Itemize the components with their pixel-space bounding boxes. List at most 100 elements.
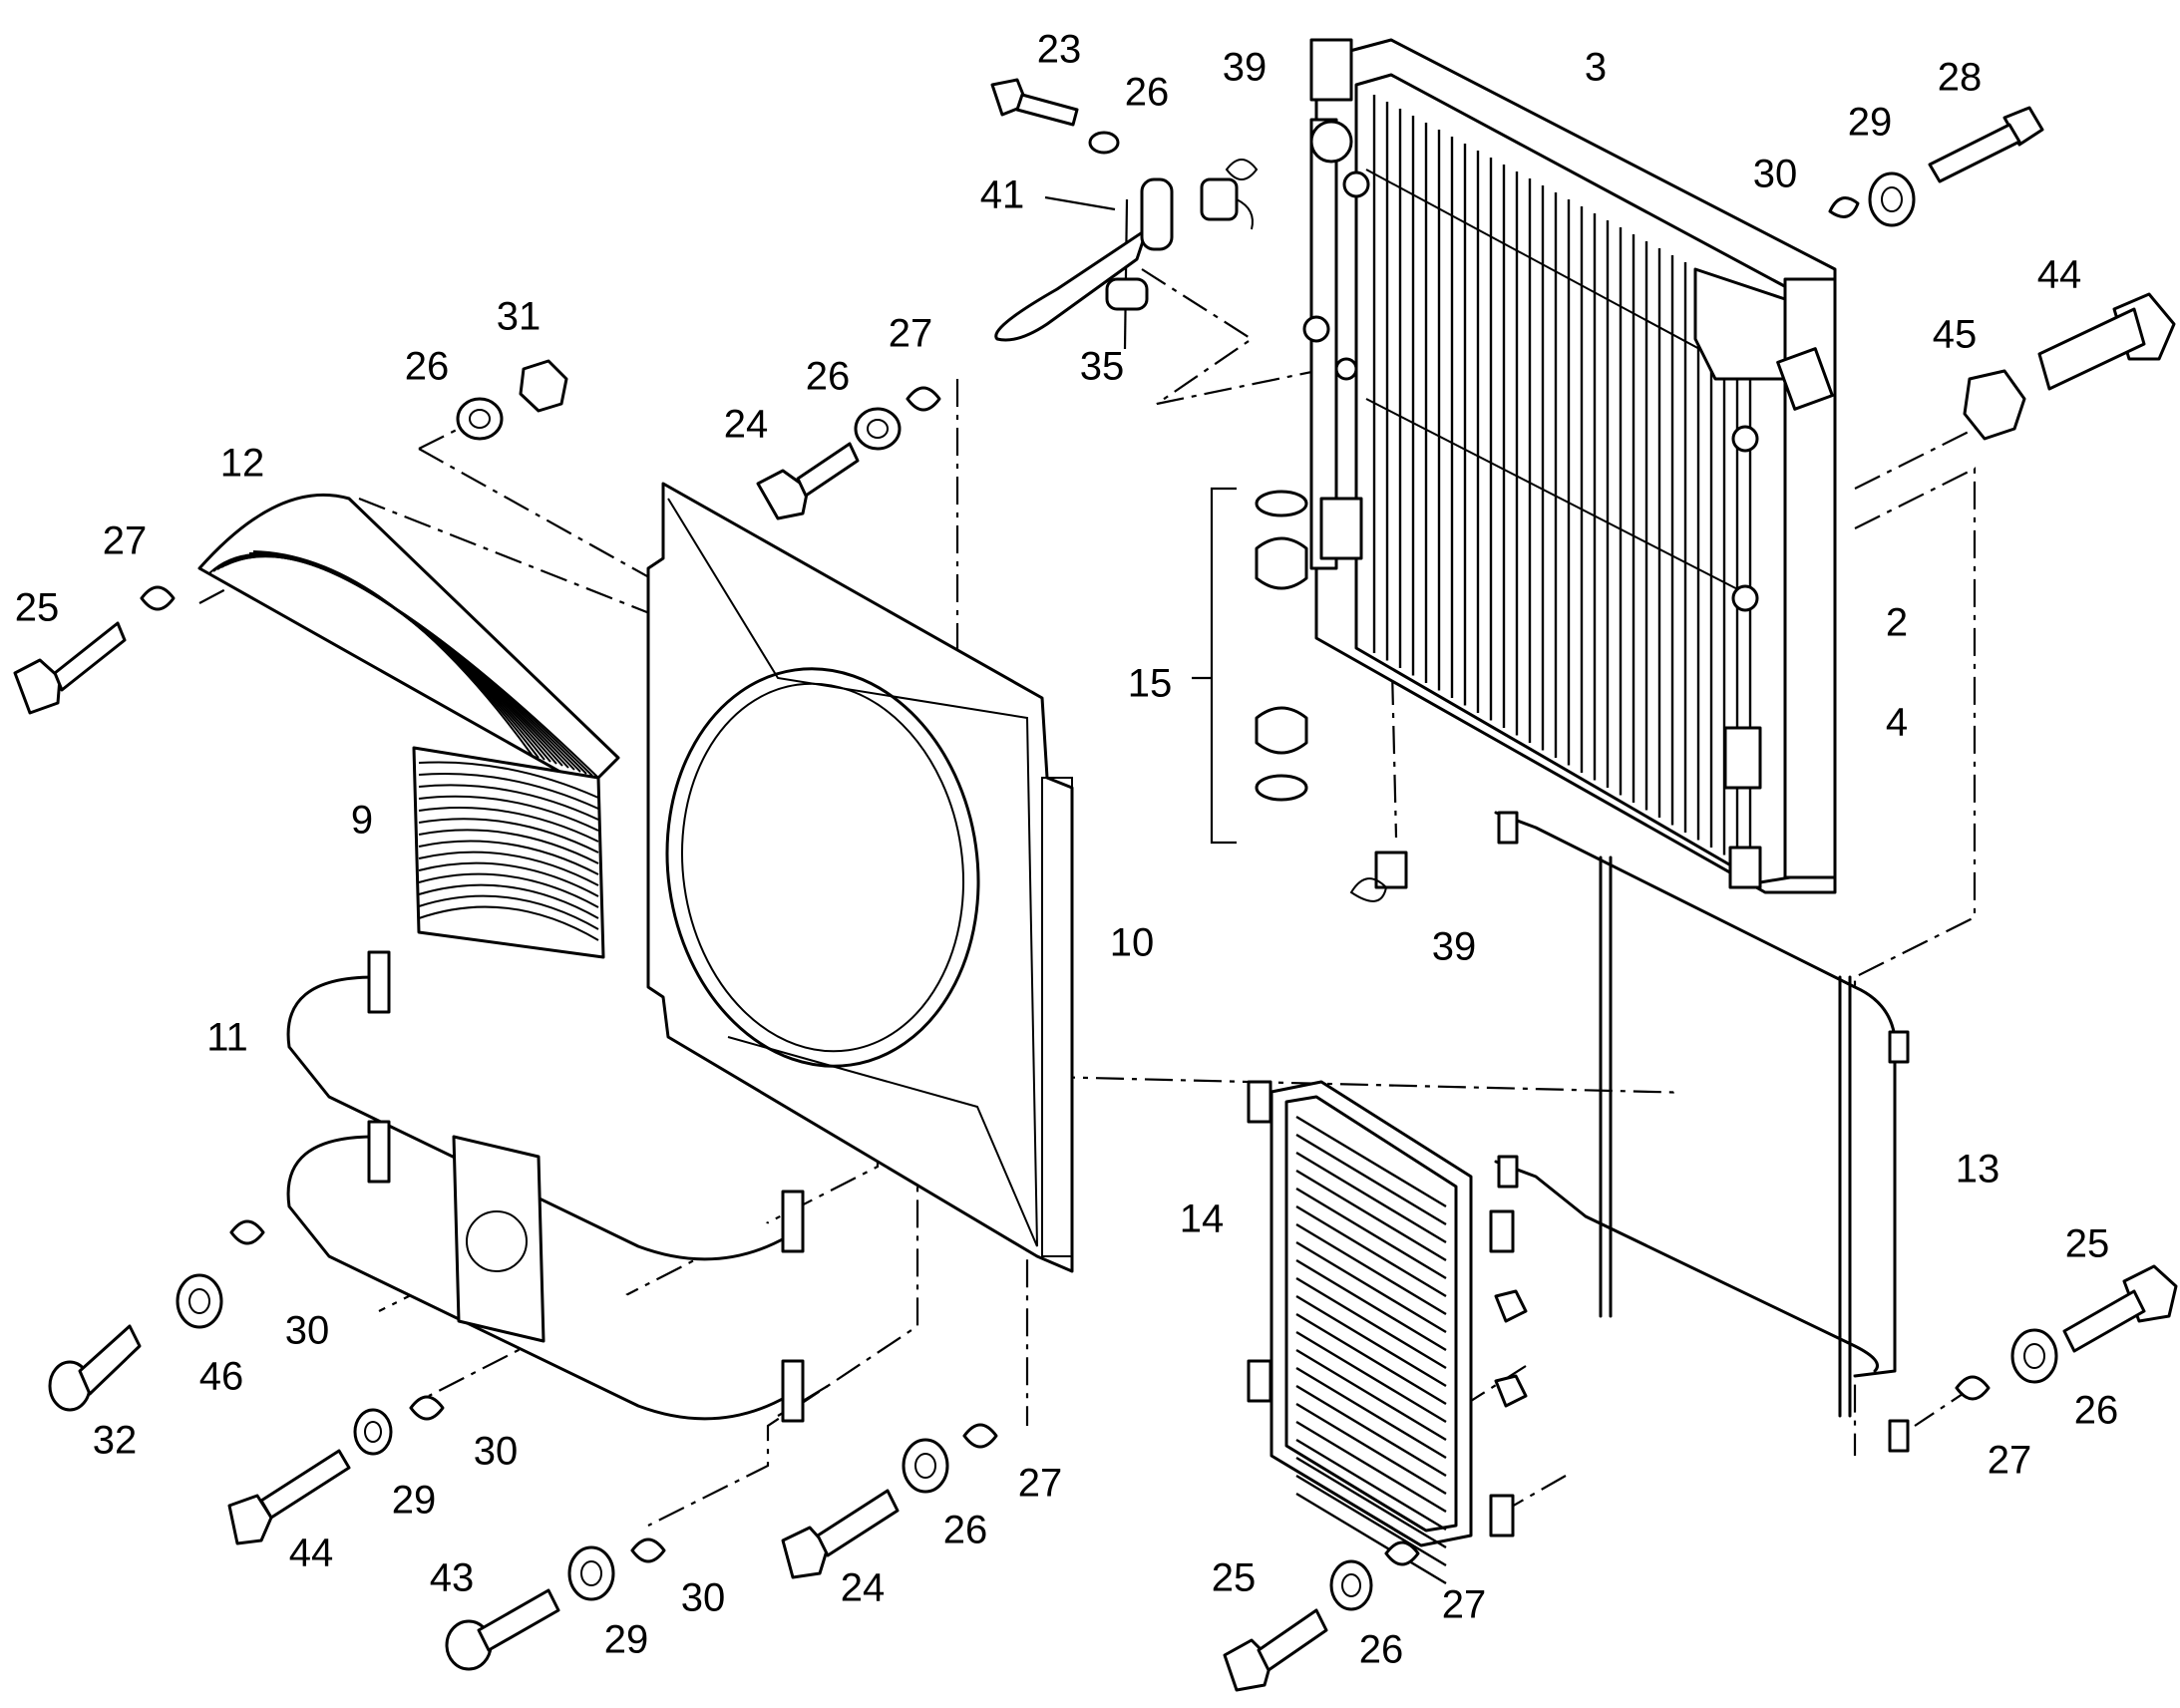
rubber-mounts-15 (1255, 490, 1308, 802)
washer-26-e (1329, 1559, 1373, 1611)
callout-32: 32 (93, 1419, 138, 1463)
callout-29-c: 29 (604, 1618, 649, 1662)
fin-line (1295, 1258, 1447, 1352)
grille-arc (418, 772, 599, 810)
callout-27-b: 27 (889, 312, 933, 356)
fin-line (1295, 1276, 1447, 1370)
drain-plug-39-bottom (1349, 851, 1408, 902)
washer-26-a (456, 397, 504, 441)
lockwasher-27-a (140, 585, 176, 611)
fin-line (1295, 1420, 1447, 1514)
fin-line (1295, 1348, 1447, 1442)
lockwasher-27-e (1384, 1540, 1420, 1566)
callout-25-c: 25 (1212, 1556, 1257, 1600)
callout-27-c: 27 (1018, 1462, 1063, 1506)
callout-30: 30 (1753, 153, 1798, 196)
fin-line (1295, 1330, 1447, 1424)
grille-arc (418, 784, 599, 821)
callout-39-bottom: 39 (1432, 925, 1477, 969)
fin-line (1295, 1204, 1447, 1298)
bolt-32 (48, 1324, 142, 1412)
grille-arc (418, 905, 599, 941)
cooler-fins (1295, 1115, 1447, 1585)
callout-11: 11 (206, 1016, 248, 1060)
washer-29-top (1868, 171, 1916, 227)
callout-24-b: 24 (841, 1566, 886, 1610)
callout-44: 44 (2037, 253, 2082, 297)
lockwasher-27-c (962, 1423, 998, 1449)
washer-29-c (567, 1545, 615, 1601)
nut-45 (1963, 369, 2026, 441)
callout-12: 12 (220, 442, 265, 486)
lockwasher-30-a (229, 1219, 265, 1245)
grille-arc (418, 795, 599, 832)
callout-26-a: 26 (405, 345, 450, 389)
radiator (1302, 38, 1837, 894)
fin-line (1295, 1294, 1447, 1388)
callout-46: 46 (199, 1355, 244, 1399)
grille-arc (418, 851, 599, 886)
callout-31: 31 (497, 295, 542, 339)
bolt-44-b (227, 1449, 351, 1545)
washer-29-b (353, 1408, 393, 1456)
callout-30-a: 30 (285, 1309, 330, 1353)
callout-26-d: 26 (2074, 1389, 2119, 1433)
callout-27-a: 27 (103, 519, 148, 563)
callout-24-a: 24 (724, 403, 769, 447)
fin-line (1295, 1438, 1447, 1532)
callout-29: 29 (1848, 101, 1893, 145)
fan-guard-12 (197, 493, 620, 790)
callout-15: 15 (1128, 662, 1173, 706)
callout-26-c: 26 (943, 1509, 988, 1552)
nut-31 (519, 359, 568, 413)
callout-25-b: 25 (2065, 1222, 2110, 1266)
grille-arc (418, 894, 599, 930)
callout-26-b: 26 (806, 355, 851, 399)
callout-29-b: 29 (392, 1479, 437, 1523)
callout-9: 9 (351, 799, 373, 843)
callout-45: 45 (1933, 313, 1978, 357)
drain-hose-assembly (994, 159, 1259, 342)
bolt-24-b (781, 1489, 900, 1579)
fin-line (1295, 1187, 1447, 1280)
fin-line (1295, 1115, 1447, 1208)
fin-line (1295, 1169, 1447, 1262)
lockwasher-27-d (1955, 1375, 1991, 1401)
fan-shroud-10 (646, 482, 1074, 1273)
callout-4: 4 (1886, 701, 1908, 745)
washer-26-c (902, 1438, 949, 1494)
callout-14: 14 (1180, 1197, 1225, 1241)
grille-arc (418, 840, 599, 875)
callout-3: 3 (1585, 46, 1607, 90)
washer-26-d (2010, 1328, 2058, 1384)
fin-line (1295, 1474, 1447, 1567)
grille-arc (418, 829, 599, 864)
grille-arcs (418, 761, 599, 941)
bolt-23 (990, 78, 1120, 155)
callout-23: 23 (1037, 28, 1082, 72)
fin-line (1295, 1312, 1447, 1406)
bolt-44-top (2037, 292, 2176, 391)
fin-line (1295, 1402, 1447, 1496)
washer-26-b (854, 407, 902, 451)
callout-27-e: 27 (1442, 1583, 1487, 1627)
grille-arc (418, 861, 599, 897)
callout-28: 28 (1938, 56, 1983, 100)
fin-line (1295, 1384, 1447, 1478)
callout-39: 39 (1223, 46, 1268, 90)
grille-9 (412, 746, 605, 959)
callouts: 23 26 39 41 35 3 28 29 30 44 45 2 4 15 3… (15, 28, 2119, 1672)
grille-arc (418, 883, 599, 919)
bolt-25-c (1223, 1608, 1328, 1692)
callout-26-e: 26 (1359, 1628, 1404, 1672)
grille-arc (418, 872, 599, 908)
washer-46 (176, 1273, 223, 1329)
callout-35: 35 (1080, 345, 1125, 389)
tube-frame-11 (286, 950, 805, 1423)
callout-26: 26 (1125, 71, 1170, 115)
bolt-24-a (756, 442, 860, 520)
grille-arc (418, 807, 599, 843)
lockwasher-30-b (409, 1395, 445, 1421)
bolt-25-b (2062, 1264, 2178, 1353)
